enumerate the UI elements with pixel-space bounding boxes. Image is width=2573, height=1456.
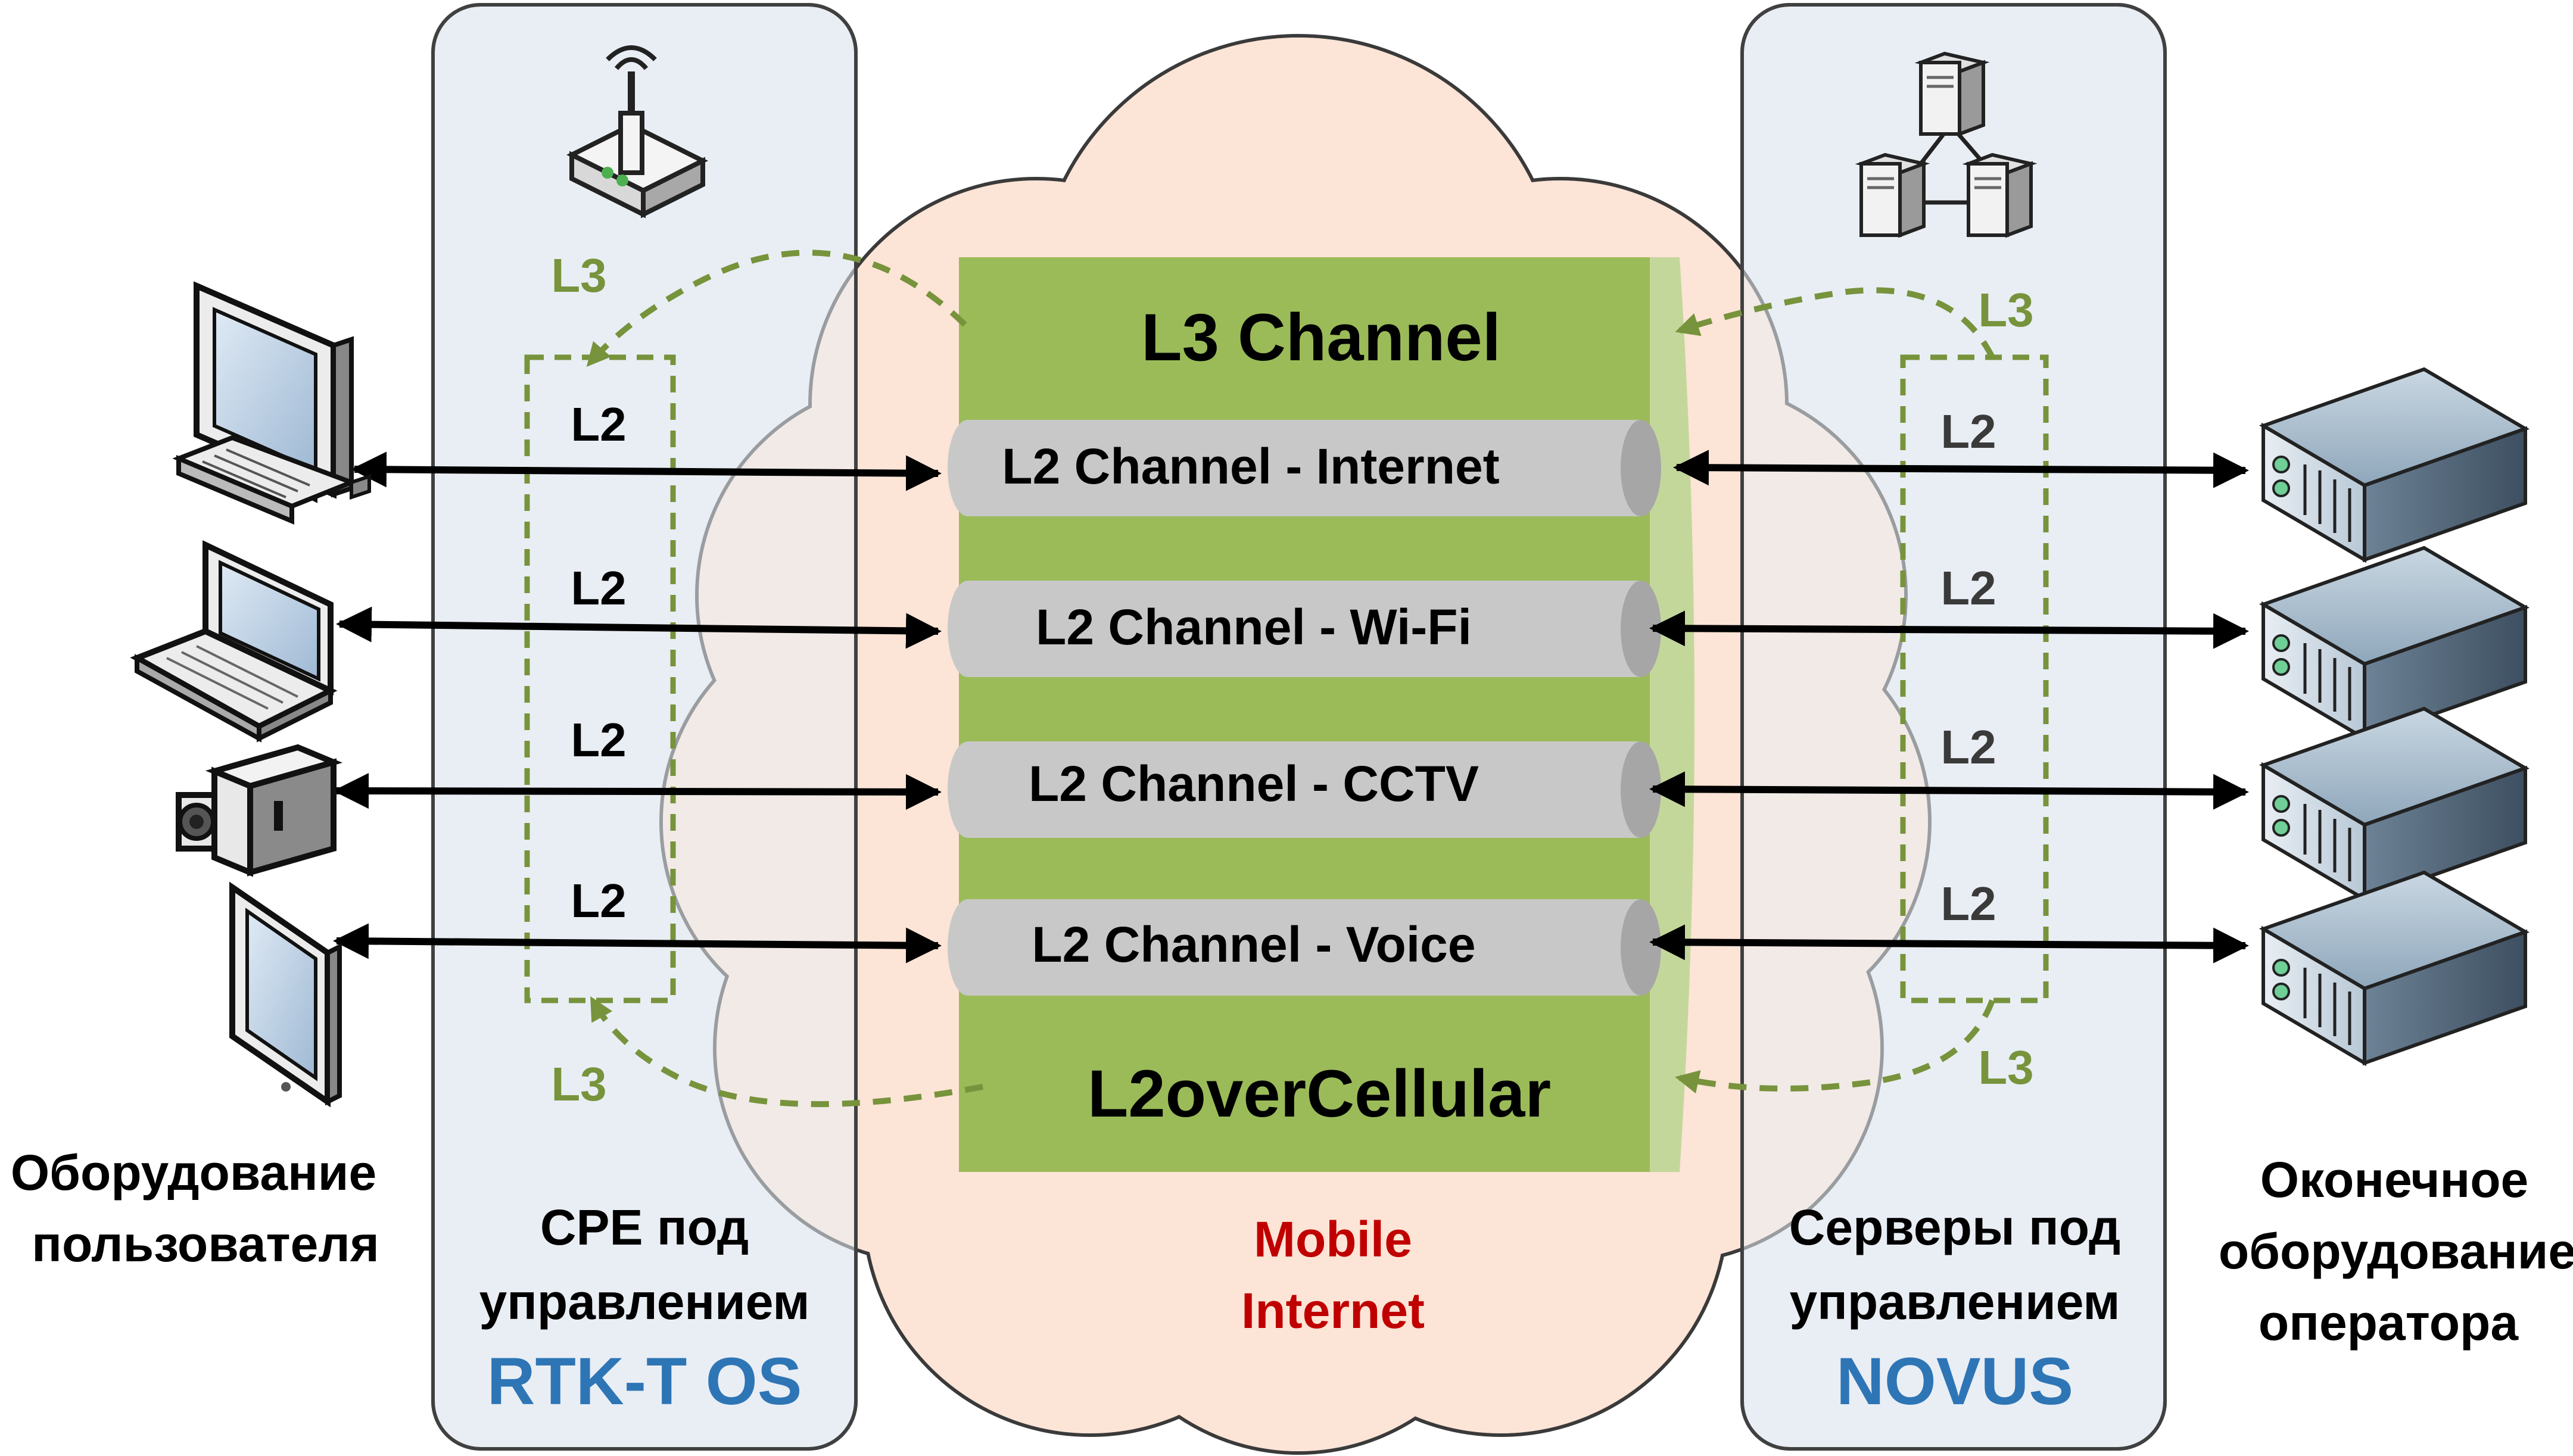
l3-label-left-bottom: L3 <box>551 1058 606 1111</box>
channel-label-internet: L2 Channel - Internet <box>1002 438 1499 494</box>
servers-l2-group <box>1900 354 2049 1003</box>
pipe-voice <box>948 899 1661 996</box>
l2-label-right-2: L2 <box>1940 562 1996 615</box>
cpe-caption-line1: CPE под <box>540 1199 749 1255</box>
laptop-icon <box>130 540 338 743</box>
l2-label-right-4: L2 <box>1940 877 1996 930</box>
server-cluster-icon <box>1855 51 2038 238</box>
l3-arc-bottom-right <box>1675 999 1995 1094</box>
server-tower-left <box>1855 152 1930 238</box>
link-right-internet <box>1673 450 2249 488</box>
l2-label-left-4: L2 <box>571 874 626 927</box>
l2overcellular-label: L2overCellular <box>1088 1056 1551 1131</box>
user-equipment-caption-line2: пользователя <box>32 1216 379 1272</box>
l3-channel-label: L3 Channel <box>1141 300 1501 375</box>
l3-label-left-top: L3 <box>551 249 606 302</box>
channel-label-voice: L2 Channel - Voice <box>1032 916 1475 972</box>
link-right-cctv <box>1649 771 2249 810</box>
link-left-voice <box>333 923 942 964</box>
l3-arc-top-right <box>1675 287 1995 359</box>
cctv-camera-icon <box>176 744 343 877</box>
tablet-icon <box>229 881 342 1108</box>
desktop-computer-icon <box>172 281 371 525</box>
servers-caption-line1: Серверы под <box>1789 1199 2121 1255</box>
servers-caption-line2: управлением <box>1789 1274 2120 1330</box>
user-equipment-caption-line1: Оборудование <box>11 1145 376 1201</box>
l3-tunnel <box>959 257 1694 1172</box>
link-left-internet <box>351 451 942 491</box>
pipe-internet <box>948 420 1661 516</box>
l2-label-left-3: L2 <box>571 713 626 766</box>
link-right-voice <box>1649 924 2249 964</box>
rack-server-icon <box>2259 870 2530 1067</box>
operator-equipment-caption-line2: оборудование <box>2219 1223 2573 1279</box>
servers-brand: NOVUS <box>1836 1344 2073 1418</box>
wireless-router-icon <box>566 45 708 219</box>
link-right-wifi <box>1649 610 2249 649</box>
operator-equipment-caption-line3: оператора <box>2259 1295 2519 1351</box>
cloud-caption-line1: Mobile <box>1254 1211 1412 1267</box>
l2-label-left-2: L2 <box>571 562 626 615</box>
l3-arc-bottom-left <box>590 996 983 1108</box>
server-tower-right <box>1962 152 2038 238</box>
l2-label-right-1: L2 <box>1940 405 1996 458</box>
link-left-wifi <box>336 606 942 649</box>
server-tower-top <box>1914 51 1990 137</box>
l2-pipes <box>948 420 1661 996</box>
pipe-cctv <box>948 741 1661 838</box>
operator-equipment-caption-line1: Оконечное <box>2260 1152 2528 1208</box>
l3-arc-top-left <box>586 250 967 367</box>
cpe-brand: RTK-T OS <box>487 1344 802 1418</box>
rack-server-icon <box>2259 706 2530 903</box>
rack-server-icon <box>2259 367 2530 563</box>
l2-label-right-3: L2 <box>1940 721 1996 774</box>
l3-label-right-bottom: L3 <box>1978 1041 2033 1094</box>
rack-server-icon <box>2259 545 2530 742</box>
cloud-caption-line2: Internet <box>1241 1283 1425 1339</box>
cpe-caption-line2: управлением <box>479 1274 809 1330</box>
l3-label-right-top: L3 <box>1978 283 2033 336</box>
l2-label-left-1: L2 <box>571 398 626 451</box>
link-left-cctv <box>333 773 942 810</box>
channel-label-wifi: L2 Channel - Wi-Fi <box>1036 599 1472 655</box>
pipe-wifi <box>948 581 1661 677</box>
channel-label-cctv: L2 Channel - CCTV <box>1029 756 1479 812</box>
